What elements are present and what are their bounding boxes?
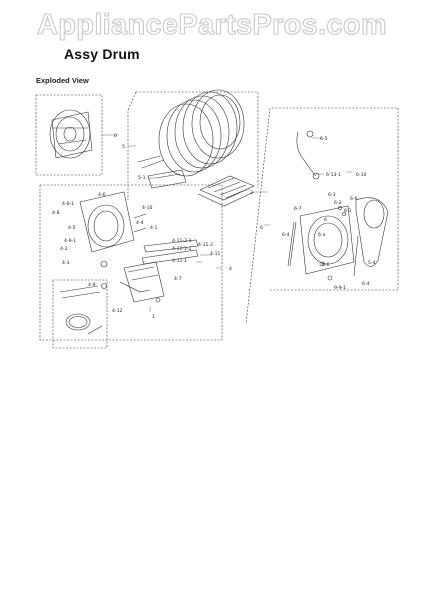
callout-6-6b: 6-6 (322, 262, 330, 268)
callout-6-a: 6-a (318, 232, 326, 238)
frame-group-4 (39, 184, 223, 341)
callout-5-4: 5-4 (368, 260, 376, 266)
frame-part-0 (35, 94, 103, 176)
callout-6-10: 6-10 (356, 172, 367, 178)
callout-2: 2 (250, 190, 253, 196)
callout-6: 6 (260, 225, 263, 231)
frame-group-6 (270, 107, 399, 291)
callout-4-10: 4-10 (142, 205, 153, 211)
frame-part-4-12 (52, 279, 108, 349)
callout-6-4b: 6-4 (362, 281, 370, 287)
callout-9-9-1: 9-9-1 (334, 285, 346, 291)
diagram-subtitle: Exploded View (36, 76, 89, 85)
callout-0: 0 (114, 133, 117, 139)
callout-6-1: 6-1 (344, 208, 352, 214)
filter-panel (197, 175, 255, 207)
front-panel-assembly (79, 191, 199, 303)
callout-1: 1 (152, 314, 155, 320)
drum-rear-assembly (49, 109, 93, 159)
callout-4-8: 4-8 (52, 210, 60, 216)
callout-4-11-2-1: 4-11-2-1 (172, 238, 192, 244)
frame-group-5 (136, 91, 259, 188)
callout-4-1: 4-1 (150, 225, 158, 231)
callout-4-9: 4-9 (88, 282, 96, 288)
callout-4-7: 4-7 (174, 276, 182, 282)
callout-4-11: 4-11 (210, 251, 221, 257)
callout-4-11-2-2: 4-11-2-2 (172, 246, 192, 252)
callout-6-3: 6-3 (328, 192, 336, 198)
callout-4-3: 4-3 (62, 260, 70, 266)
callout-6-6: 6-6 (350, 196, 358, 202)
callout-6-7: 6-7 (294, 206, 302, 212)
callout-4-9-1: 4-9-1 (64, 238, 76, 244)
callout-4: 4 (229, 266, 232, 272)
callout-4-2: 4-2 (60, 246, 68, 252)
callout-6-b: 6 (324, 217, 327, 223)
callout-6-4: 6-4 (282, 232, 290, 238)
drum-assembly (137, 89, 245, 189)
callout-5: 5 (122, 144, 125, 150)
leader-lines (102, 134, 352, 312)
callout-4-11-1: 4-11-1 (172, 258, 187, 264)
callout-6-2: 6-2 (334, 200, 342, 206)
callout-4-12: 4-12 (112, 308, 123, 314)
callout-4-4: 4-4 (136, 220, 144, 226)
callout-4-6-1: 4-6-1 (62, 201, 74, 207)
callout-4-6: 4-6 (98, 192, 106, 198)
callout-4-11-2: 4-11-2 (198, 242, 213, 248)
frame-group-6-edge (245, 107, 271, 325)
hose-and-ring (59, 285, 103, 335)
watermark-text: AppliancePartsPros.com (37, 9, 387, 41)
callout-6-13-1: 6-13-1 (326, 172, 341, 178)
callout-5-1: 5-1 (138, 175, 146, 181)
callout-6-5: 6-5 (320, 136, 328, 142)
page-title: Assy Drum (64, 46, 140, 62)
callout-4-5: 4-5 (68, 225, 76, 231)
watermark-logo: AppliancePartsPros.com (37, 8, 388, 41)
rear-panel-assembly (287, 130, 389, 281)
